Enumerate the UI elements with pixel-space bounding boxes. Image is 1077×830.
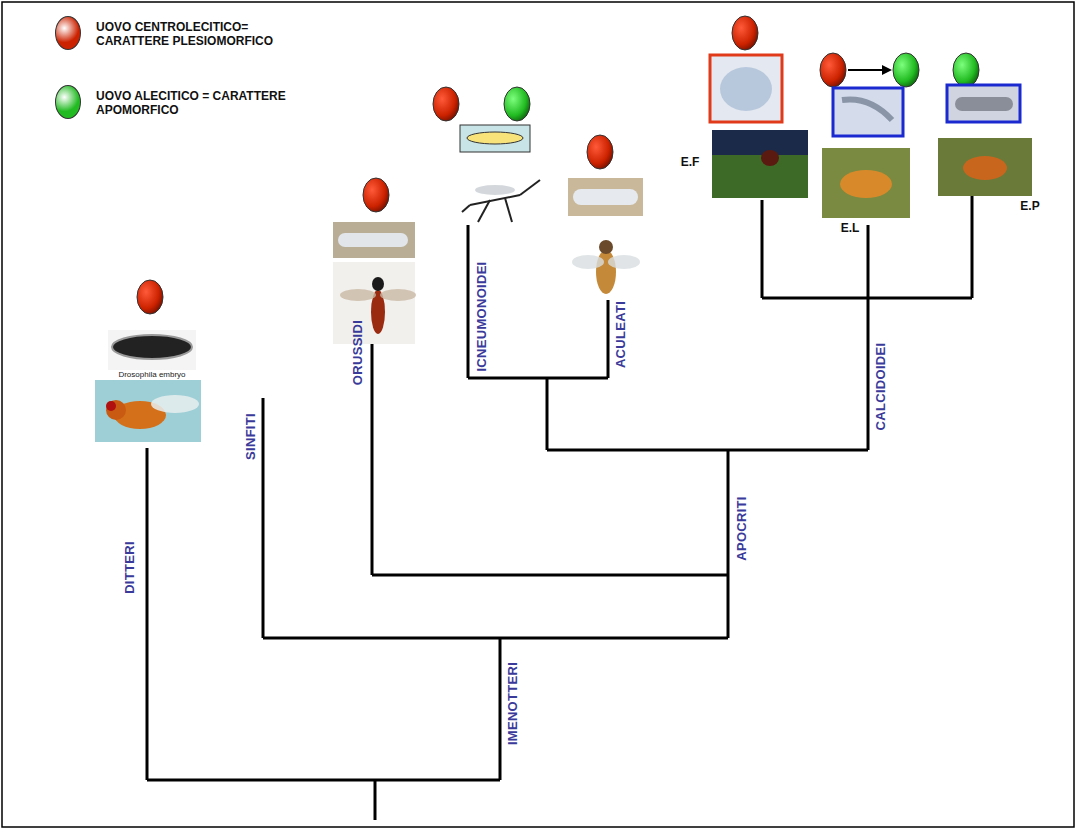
taxon-label: SINFITI [242, 413, 257, 460]
ichneumonoid-pictures [460, 125, 540, 222]
transition-arrow [848, 65, 892, 75]
species-code: E.L [841, 221, 860, 235]
character-circles [137, 16, 979, 314]
ef-pictures [710, 55, 808, 198]
legend-swatch [55, 16, 81, 50]
taxon-label: CALCIDOIDEI [874, 342, 889, 430]
species-code: E.P [1020, 199, 1039, 213]
el-pictures [822, 88, 910, 218]
picture-caption: Drosophila embryo [116, 370, 187, 379]
taxon-label: ACULEATI [614, 300, 629, 367]
legend-text: UOVO ALECITICO = CARATTERE APOMORFICO [96, 89, 286, 117]
taxon-label: ICNEUMONOIDEI [473, 261, 488, 371]
taxon-label: ORUSSIDI [351, 319, 366, 384]
legend-text: UOVO CENTROLECITICO= CARATTERE PLESIOMOR… [96, 20, 286, 48]
legend-swatch [55, 85, 81, 119]
species-code: E.F [681, 155, 700, 169]
taxon-label: IMENOTTERI [505, 661, 520, 744]
taxon-label: APOCRITI [733, 496, 748, 561]
tree-lines [147, 196, 972, 820]
drosophila-pictures [95, 330, 201, 442]
orussidae-pictures [333, 222, 416, 344]
ep-pictures [938, 85, 1032, 196]
aculeate-pictures [568, 178, 643, 294]
taxon-label: DITTERI [122, 541, 137, 594]
